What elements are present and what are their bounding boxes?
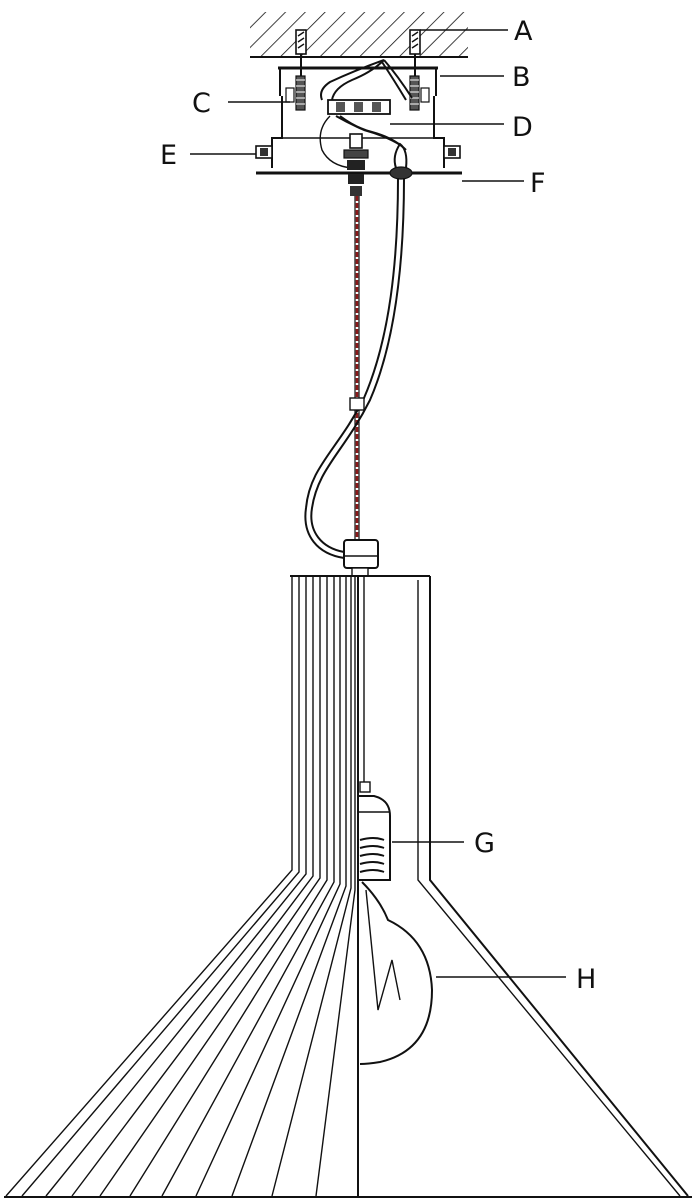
wall-plug-left [295, 29, 307, 78]
grub-screw-left [255, 145, 273, 159]
screw-left [285, 75, 306, 111]
bulb-holder [358, 781, 391, 881]
wall-plug-right [409, 29, 421, 78]
ceiling [250, 12, 468, 58]
mains-wires [320, 59, 413, 101]
label-b: B [512, 62, 531, 93]
terminal-block [319, 99, 407, 169]
cable-connector [343, 539, 379, 577]
mounting-bracket [278, 66, 438, 96]
label-c: C [192, 88, 211, 119]
cable-gripper [343, 133, 369, 196]
power-cord [304, 177, 405, 559]
label-h: H [576, 964, 596, 995]
label-a: A [514, 16, 533, 47]
label-d: D [512, 112, 533, 143]
label-g: G [474, 828, 495, 859]
suspension-cable [354, 196, 360, 540]
cord-grommet [389, 142, 413, 180]
label-f: F [530, 168, 546, 199]
light-bulb [359, 881, 434, 1065]
lamp-shade [4, 575, 692, 1198]
screw-right [409, 75, 430, 111]
leader-lines [190, 29, 566, 978]
label-e: E [160, 140, 177, 171]
grub-screw-right [443, 145, 461, 159]
